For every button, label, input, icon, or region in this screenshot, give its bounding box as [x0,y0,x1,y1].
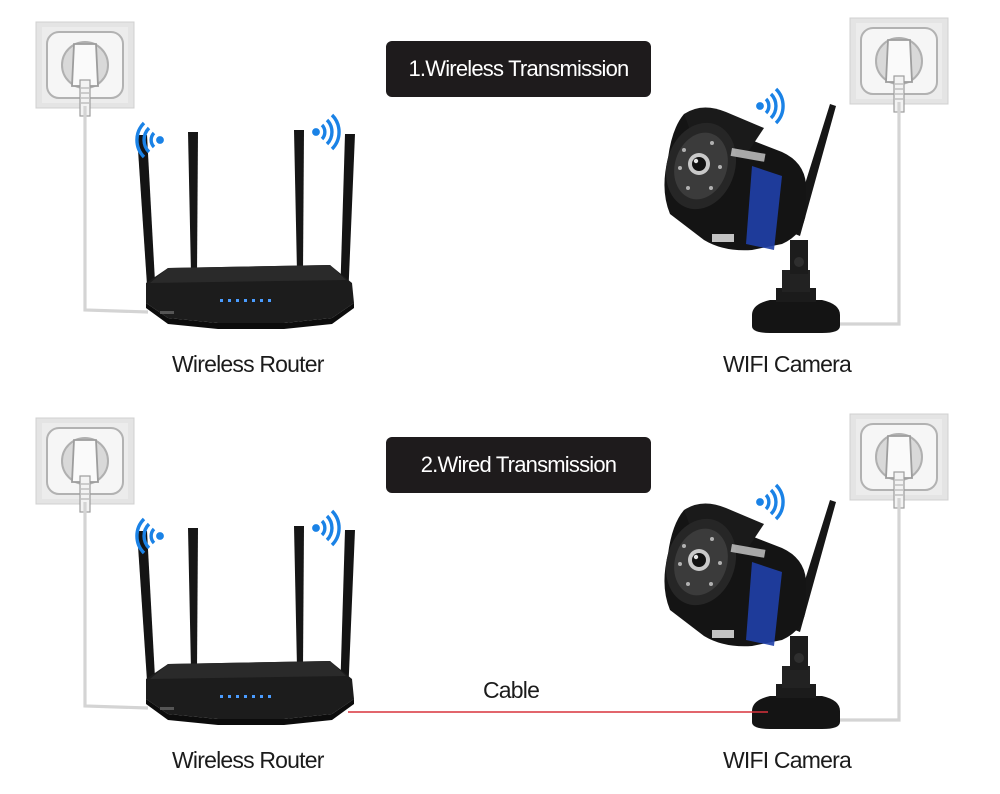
section-wired [35,413,949,729]
section-wireless [35,17,949,333]
camera-icon [655,104,840,333]
section-title: 1.Wireless Transmission [408,56,630,81]
section-title-badge: 1.Wireless Transmission [386,41,651,97]
wifi-signal-icon [310,113,341,151]
wall-socket-icon [35,417,135,513]
camera-icon [655,500,840,729]
device-label-camera: WIFI Camera [723,351,852,377]
wall-socket-icon [849,413,949,509]
device-label-camera: WIFI Camera [723,747,852,773]
router-icon [137,526,355,725]
wifi-signal-icon [310,509,341,547]
section-title: 2.Wired Transmission [420,452,617,477]
device-label-router: Wireless Router [172,351,324,377]
cable-label: Cable [483,677,540,703]
router-icon [137,130,355,329]
section-title-badge: 2.Wired Transmission [386,437,651,493]
power-cord [836,498,901,722]
wall-socket-icon [849,17,949,113]
power-cord [83,502,149,710]
power-cord [83,106,149,314]
wifi-signal-icon [754,483,785,521]
power-cord [836,102,901,326]
device-label-router: Wireless Router [172,747,324,773]
wall-socket-icon [35,21,135,117]
wifi-signal-icon [754,87,785,125]
